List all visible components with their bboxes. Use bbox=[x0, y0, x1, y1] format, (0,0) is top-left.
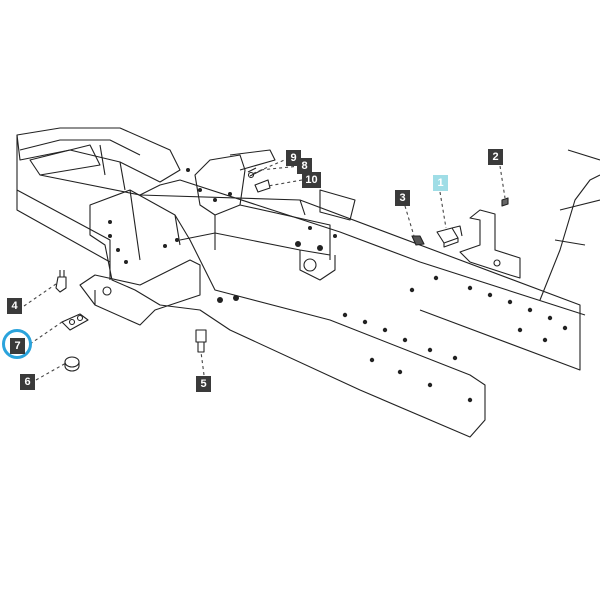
highlight-circle bbox=[2, 329, 32, 359]
callout-3[interactable]: 3 bbox=[395, 190, 410, 206]
rear-crossmember bbox=[16, 127, 181, 191]
callout-6[interactable]: 6 bbox=[20, 374, 35, 390]
callout-7[interactable]: 7 bbox=[10, 338, 25, 354]
left-frame-rail bbox=[16, 174, 586, 371]
center-bracket bbox=[179, 149, 356, 281]
callout-10[interactable]: 10 bbox=[302, 172, 321, 188]
frame-holes bbox=[108, 168, 568, 403]
switch-bracket bbox=[459, 209, 521, 279]
front-mount-plate bbox=[79, 259, 201, 326]
callout-4[interactable]: 4 bbox=[7, 298, 22, 314]
part-1-switch bbox=[436, 225, 463, 248]
main-front-rail bbox=[89, 189, 486, 438]
parts-8-9-10 bbox=[247, 167, 271, 193]
callout-1[interactable]: 1 bbox=[433, 175, 448, 191]
part-6-nut bbox=[64, 356, 80, 372]
leader-lines bbox=[23, 157, 506, 381]
rear-panel bbox=[539, 149, 600, 301]
part-3-clip bbox=[411, 235, 425, 246]
part-2-screw bbox=[501, 197, 509, 207]
callout-5[interactable]: 5 bbox=[196, 376, 211, 392]
part-5-bolt bbox=[195, 329, 207, 353]
part-4-sensor bbox=[55, 270, 67, 293]
callout-2[interactable]: 2 bbox=[488, 149, 503, 165]
part-7-bracket bbox=[61, 313, 89, 331]
callout-9[interactable]: 9 bbox=[286, 150, 301, 166]
